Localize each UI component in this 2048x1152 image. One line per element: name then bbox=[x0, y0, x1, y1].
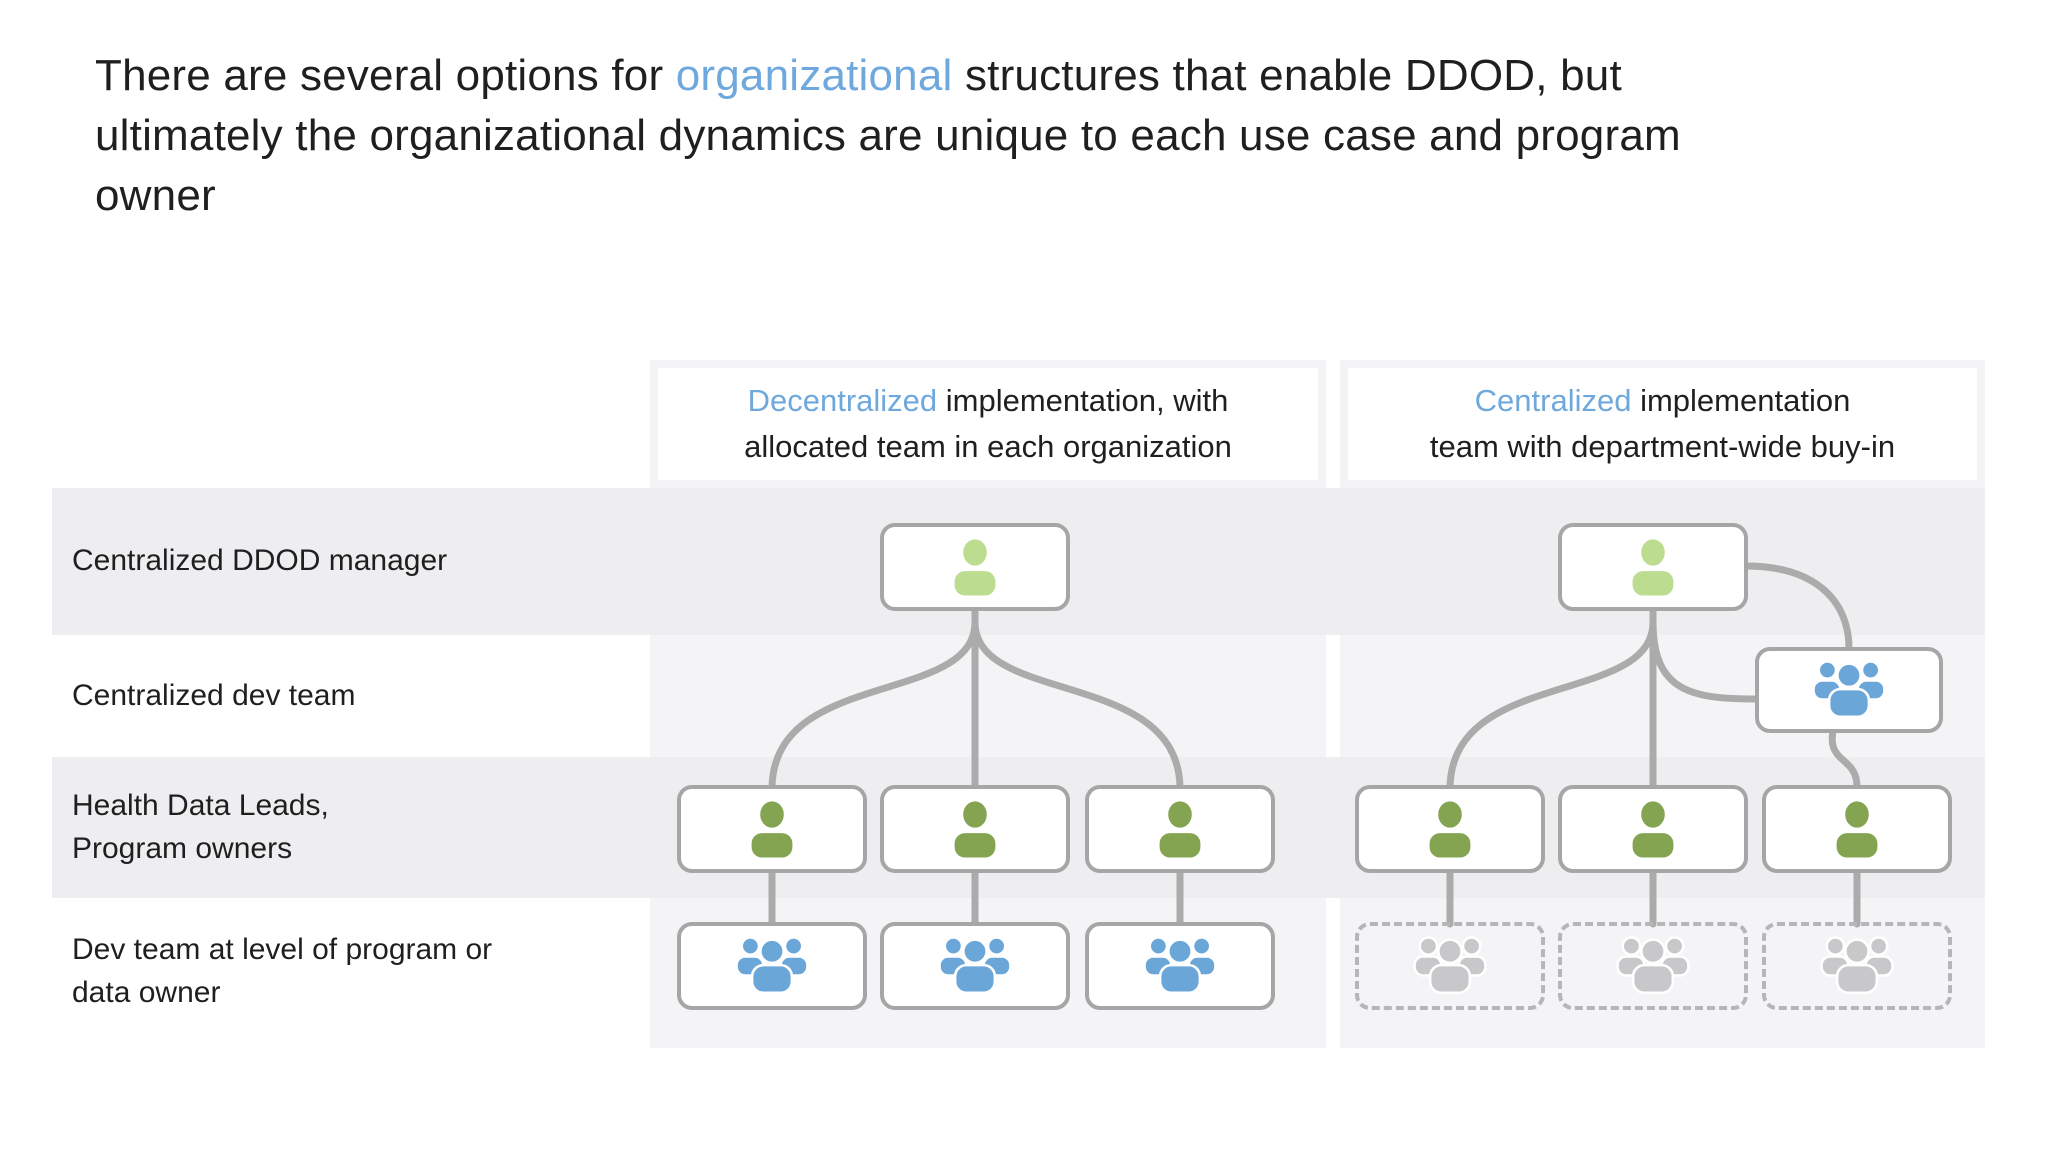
inactive-dev-team-node-1 bbox=[1355, 922, 1545, 1010]
row-label-dev-team: Centralized dev team bbox=[72, 678, 356, 712]
decentralized-dev-team-node-2 bbox=[880, 922, 1070, 1010]
people-group-icon bbox=[730, 934, 814, 998]
centralized-manager-node bbox=[1558, 523, 1748, 611]
row-label-program-dev: Dev team at level of program or data own… bbox=[72, 932, 493, 1009]
people-group-icon bbox=[1815, 934, 1899, 998]
person-icon bbox=[1151, 799, 1209, 859]
person-icon bbox=[1828, 799, 1886, 859]
person-icon bbox=[743, 799, 801, 859]
people-group-icon bbox=[1807, 658, 1891, 722]
person-icon bbox=[946, 537, 1004, 597]
centralized-lead-node-2 bbox=[1558, 785, 1748, 873]
title-line3: owner bbox=[95, 170, 216, 220]
title-line2: ultimately the organizational dynamics a… bbox=[95, 110, 1681, 160]
decentralized-lead-node-2 bbox=[880, 785, 1070, 873]
decentralized-dev-team-node-3 bbox=[1085, 922, 1275, 1010]
centralized-dev-team-node bbox=[1755, 647, 1943, 733]
inactive-dev-team-node-2 bbox=[1558, 922, 1748, 1010]
decentralized-dev-team-node-1 bbox=[677, 922, 867, 1010]
people-group-icon bbox=[933, 934, 1017, 998]
people-group-icon bbox=[1408, 934, 1492, 998]
people-group-icon bbox=[1138, 934, 1222, 998]
person-icon bbox=[1421, 799, 1479, 859]
slide-title: There are several options for organizati… bbox=[95, 46, 1995, 225]
person-icon bbox=[1624, 799, 1682, 859]
decentralized-lead-node-3 bbox=[1085, 785, 1275, 873]
person-icon bbox=[946, 799, 1004, 859]
decentralized-header-text: Decentralized implementation, with alloc… bbox=[744, 382, 1232, 465]
title-pre: There are several options for bbox=[95, 51, 676, 100]
title-post: structures that enable DDOD, but bbox=[952, 51, 1622, 100]
inactive-dev-team-node-3 bbox=[1762, 922, 1952, 1010]
decentralized-lead-node-1 bbox=[677, 785, 867, 873]
centralized-header-text: Centralized implementation team with dep… bbox=[1429, 382, 1896, 465]
decentralized-manager-node bbox=[880, 523, 1070, 611]
person-icon bbox=[1624, 537, 1682, 597]
centralized-header: Centralized implementation team with dep… bbox=[1348, 368, 1977, 480]
row-label-manager: Centralized DDOD manager bbox=[72, 544, 448, 578]
centralized-lead-node-1 bbox=[1355, 785, 1545, 873]
row-label-leads: Health Data Leads, Program owners bbox=[72, 788, 329, 865]
decentralized-header: Decentralized implementation, with alloc… bbox=[658, 368, 1318, 480]
title-highlight: organizational bbox=[675, 51, 953, 100]
people-group-icon bbox=[1611, 934, 1695, 998]
centralized-lead-node-3 bbox=[1762, 785, 1952, 873]
